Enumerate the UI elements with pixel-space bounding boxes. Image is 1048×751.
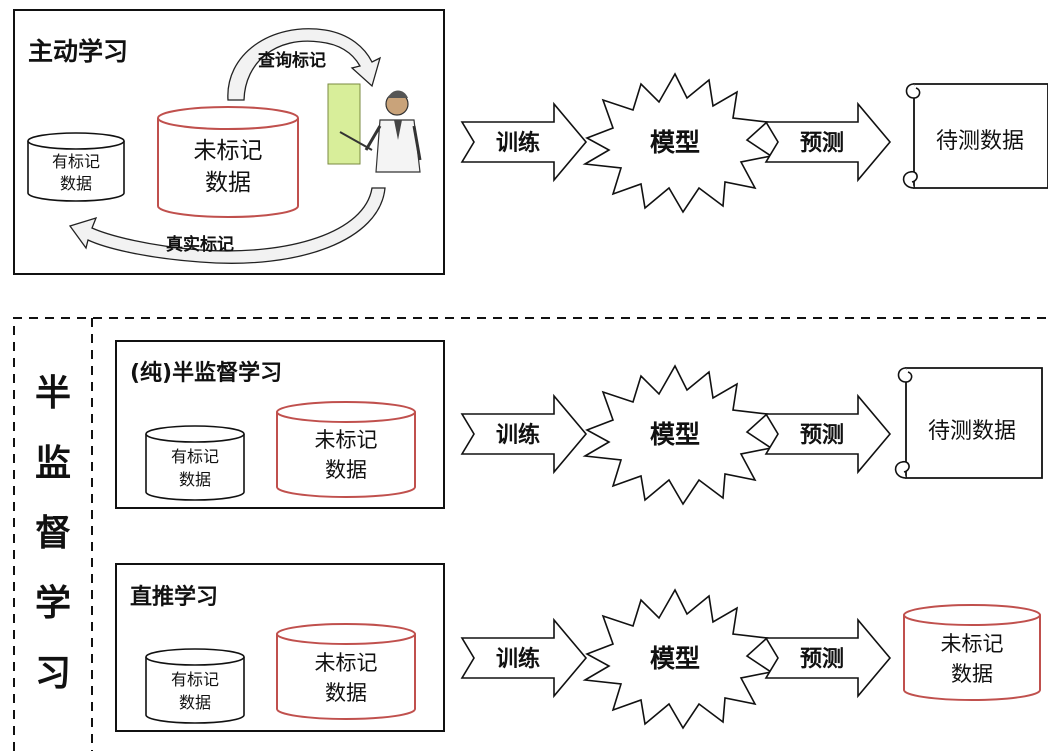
unlabeled-data-line1: 未标记	[315, 428, 378, 452]
model-label: 模型	[650, 420, 700, 449]
test-data-scroll: 待测数据	[894, 367, 1043, 479]
test-data-scroll: 待测数据	[902, 83, 1048, 189]
group-label-char-5: 习	[35, 653, 71, 694]
unlabeled-data-line1: 未标记	[194, 138, 263, 164]
group-label-char-4: 学	[35, 582, 71, 624]
train-arrow: 训练	[460, 617, 588, 699]
group-label-char-1: 半	[35, 373, 71, 414]
unlabeled-data-line2: 数据	[325, 458, 367, 482]
query-label: 查询标记	[257, 50, 326, 71]
labeled-data-cylinder: 有标记 数据	[27, 132, 125, 202]
labeled-data-cylinder: 有标记 数据	[145, 425, 245, 501]
labeled-data-line2: 数据	[179, 693, 211, 712]
transductive-pipeline: 训练 模型 预测 未标记 数据	[460, 588, 1041, 730]
train-arrow: 训练	[460, 101, 588, 183]
pure-semi-supervised-title: (纯)半监督学习	[130, 360, 282, 386]
labeled-data-line1: 有标记	[52, 152, 100, 171]
predict-arrow: 预测	[764, 617, 892, 699]
predict-arrow: 预测	[764, 101, 892, 183]
model-label: 模型	[650, 644, 700, 673]
transductive-title: 直推学习	[130, 584, 218, 610]
teacher-at-whiteboard-icon	[327, 83, 422, 173]
pure-semi-supervised-panel: (纯)半监督学习 有标记 数据 未标记 数据	[115, 340, 445, 509]
active-learning-title: 主动学习	[28, 37, 128, 66]
train-label: 训练	[496, 646, 540, 672]
unlabeled-data-line1: 未标记	[315, 651, 378, 675]
semi-supervised-group: 半 监 督 学 习	[13, 317, 1048, 751]
labeled-data-line2: 数据	[60, 174, 92, 193]
output-unlabeled-data-cylinder: 未标记 数据	[903, 604, 1041, 701]
train-label: 训练	[496, 422, 540, 448]
output-data-line1: 未标记	[941, 632, 1004, 656]
model-starburst: 模型	[582, 588, 774, 730]
unlabeled-data-cylinder: 未标记 数据	[276, 623, 416, 720]
true-label-arrow	[68, 187, 386, 264]
labeled-data-line1: 有标记	[171, 670, 219, 689]
unlabeled-data-cylinder: 未标记 数据	[276, 401, 416, 498]
labeled-data-cylinder: 有标记 数据	[145, 648, 245, 724]
test-data-label: 待测数据	[928, 419, 1016, 444]
labeled-data-line2: 数据	[179, 470, 211, 489]
query-arrow	[227, 28, 382, 101]
output-data-line2: 数据	[951, 662, 993, 686]
test-data-label: 待测数据	[936, 129, 1024, 154]
unlabeled-data-line2: 数据	[205, 170, 251, 196]
predict-label: 预测	[800, 131, 844, 156]
group-label-char-2: 监	[35, 443, 71, 484]
predict-label: 预测	[800, 423, 844, 448]
model-label: 模型	[650, 128, 700, 157]
predict-label: 预测	[800, 647, 844, 672]
predict-arrow: 预测	[764, 393, 892, 475]
transductive-panel: 直推学习 有标记 数据 未标记 数据	[115, 563, 445, 732]
train-arrow: 训练	[460, 393, 588, 475]
group-label-char-3: 督	[35, 513, 71, 554]
model-starburst: 模型	[582, 72, 774, 214]
train-label: 训练	[496, 130, 540, 156]
active-learning-pipeline: 训练 模型 预测 待测数据	[460, 72, 1048, 214]
active-learning-panel: 主动学习 查询标记 真实标记 有标记 数据 未标记 数据	[13, 9, 445, 275]
unlabeled-data-line2: 数据	[325, 681, 367, 705]
model-starburst: 模型	[582, 364, 774, 506]
pure-semi-supervised-pipeline: 训练 模型 预测 待测数据	[460, 364, 1043, 506]
labeled-data-line1: 有标记	[171, 447, 219, 466]
unlabeled-data-cylinder: 未标记 数据	[157, 106, 299, 218]
true-label-text: 真实标记	[166, 234, 234, 255]
